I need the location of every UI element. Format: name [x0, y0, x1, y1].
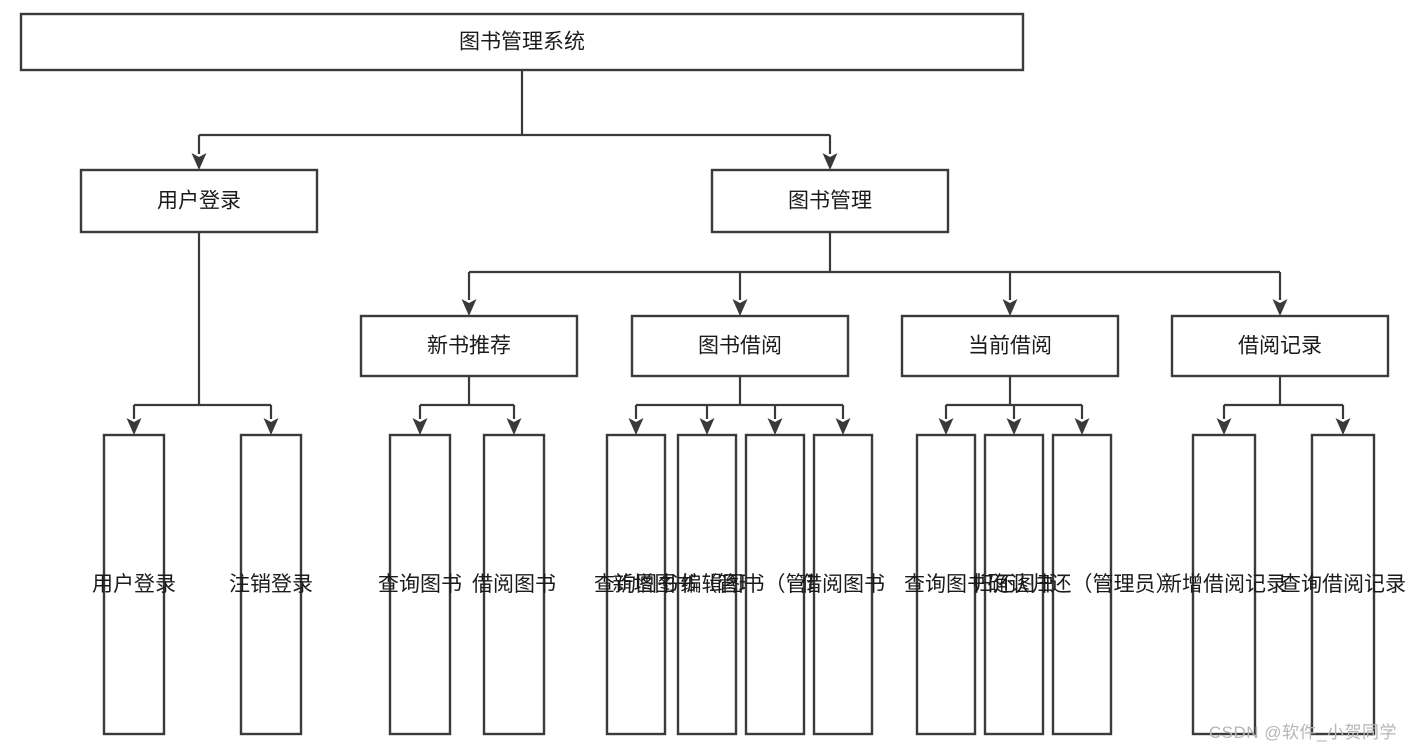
node-label-leaf-query-book-borrow: 查询图书: [594, 573, 678, 596]
node-box-leaf-borrow-book-rec[interactable]: [482, 433, 546, 736]
node-box-leaf-user-logout[interactable]: [239, 433, 303, 736]
arrow-head-leaf-borrow-book-rec: [506, 418, 522, 435]
node-leaf-query-book-rec[interactable]: [388, 433, 452, 736]
arrow-head-leaf-query-book-rec: [412, 418, 428, 435]
node-box-new-book-rec[interactable]: [359, 314, 579, 378]
arrow-head-leaf-query-record: [1335, 418, 1351, 435]
arrow-head-user-login: [191, 153, 207, 170]
arrow-head-leaf-add-book: [699, 418, 715, 435]
node-box-book-manage[interactable]: [710, 168, 950, 234]
node-label-borrow-record: 借阅记录: [1238, 335, 1322, 358]
node-box-root[interactable]: [19, 12, 1025, 72]
arrow-head-leaf-user-logout: [263, 418, 279, 435]
node-current-borrow[interactable]: [900, 314, 1120, 378]
node-leaf-add-book[interactable]: [676, 433, 738, 736]
node-label-new-book-rec: 新书推荐: [427, 335, 511, 358]
arrow-head-book-borrow: [732, 299, 748, 316]
node-label-book-borrow: 图书借阅: [698, 335, 782, 358]
node-box-leaf-edit-book[interactable]: [744, 433, 806, 736]
csdn-watermark: CSDN @软件_小贺同学: [1208, 723, 1397, 742]
node-label-root: 图书管理系统: [459, 31, 585, 54]
node-user-login[interactable]: [79, 168, 319, 234]
node-label-leaf-user-logout: 注销登录: [229, 573, 313, 596]
node-leaf-add-record[interactable]: [1191, 433, 1257, 736]
arrow-head-leaf-user-login: [126, 418, 142, 435]
node-label-user-login: 用户登录: [157, 190, 241, 213]
arrow-head-leaf-edit-book: [767, 418, 783, 435]
node-root[interactable]: [19, 12, 1025, 72]
arrow-head-book-manage: [822, 153, 838, 170]
node-box-user-login[interactable]: [79, 168, 319, 234]
node-label-leaf-query-record: 查询借阅记录: [1280, 573, 1405, 596]
arrow-head-leaf-borrow-book: [835, 418, 851, 435]
node-leaf-query-book-cur[interactable]: [915, 433, 977, 736]
node-box-leaf-query-book-cur[interactable]: [915, 433, 977, 736]
node-box-leaf-query-record[interactable]: [1310, 433, 1376, 736]
node-label-leaf-return-book: 归还图书: [972, 573, 1056, 596]
node-leaf-confirm-return[interactable]: [1051, 433, 1113, 736]
node-box-current-borrow[interactable]: [900, 314, 1120, 378]
node-box-leaf-query-book-rec[interactable]: [388, 433, 452, 736]
node-box-book-borrow[interactable]: [630, 314, 850, 378]
node-label-leaf-add-record: 新增借阅记录: [1161, 573, 1287, 596]
arrow-head-leaf-confirm-return: [1074, 418, 1090, 435]
arrow-head-current-borrow: [1002, 299, 1018, 316]
node-leaf-query-book-borrow[interactable]: [605, 433, 667, 736]
node-label-leaf-user-login: 用户登录: [92, 573, 176, 596]
node-box-borrow-record[interactable]: [1170, 314, 1390, 378]
node-leaf-user-logout[interactable]: [239, 433, 303, 736]
node-box-leaf-add-record[interactable]: [1191, 433, 1257, 736]
node-leaf-user-login[interactable]: [102, 433, 166, 736]
node-label-leaf-confirm-return: 确认归还（管理员）: [988, 573, 1177, 596]
node-leaf-borrow-book-rec[interactable]: [482, 433, 546, 736]
node-label-leaf-borrow-book-rec: 借阅图书: [472, 573, 556, 596]
node-label-leaf-borrow-book: 借阅图书: [801, 573, 885, 596]
node-leaf-query-record[interactable]: [1310, 433, 1376, 736]
node-book-manage[interactable]: [710, 168, 950, 234]
arrow-head-leaf-query-book-borrow: [628, 418, 644, 435]
node-box-leaf-return-book[interactable]: [983, 433, 1045, 736]
arrow-head-leaf-add-record: [1216, 418, 1232, 435]
node-leaf-borrow-book[interactable]: [812, 433, 874, 736]
node-leaf-return-book[interactable]: [983, 433, 1045, 736]
node-label-book-manage: 图书管理: [788, 190, 872, 213]
node-box-leaf-add-book[interactable]: [676, 433, 738, 736]
arrow-head-new-book-rec: [461, 299, 477, 316]
arrow-head-leaf-return-book: [1006, 418, 1022, 435]
connector-layer: [126, 70, 1351, 435]
node-label-leaf-query-book-cur: 查询图书: [904, 573, 988, 596]
node-box-leaf-query-book-borrow[interactable]: [605, 433, 667, 736]
node-new-book-rec[interactable]: [359, 314, 579, 378]
node-leaf-edit-book[interactable]: [744, 433, 806, 736]
arrow-head-borrow-record: [1272, 299, 1288, 316]
node-book-borrow[interactable]: [630, 314, 850, 378]
arrow-head-leaf-query-book-cur: [938, 418, 954, 435]
node-box-leaf-borrow-book[interactable]: [812, 433, 874, 736]
node-box-leaf-user-login[interactable]: [102, 433, 166, 736]
node-layer: 图书管理系统用户登录图书管理新书推荐图书借阅当前借阅借阅记录用户登录注销登录查询…: [19, 12, 1405, 736]
node-label-leaf-query-book-rec: 查询图书: [378, 573, 462, 596]
node-box-leaf-confirm-return[interactable]: [1051, 433, 1113, 736]
node-label-current-borrow: 当前借阅: [968, 335, 1052, 358]
node-borrow-record[interactable]: [1170, 314, 1390, 378]
